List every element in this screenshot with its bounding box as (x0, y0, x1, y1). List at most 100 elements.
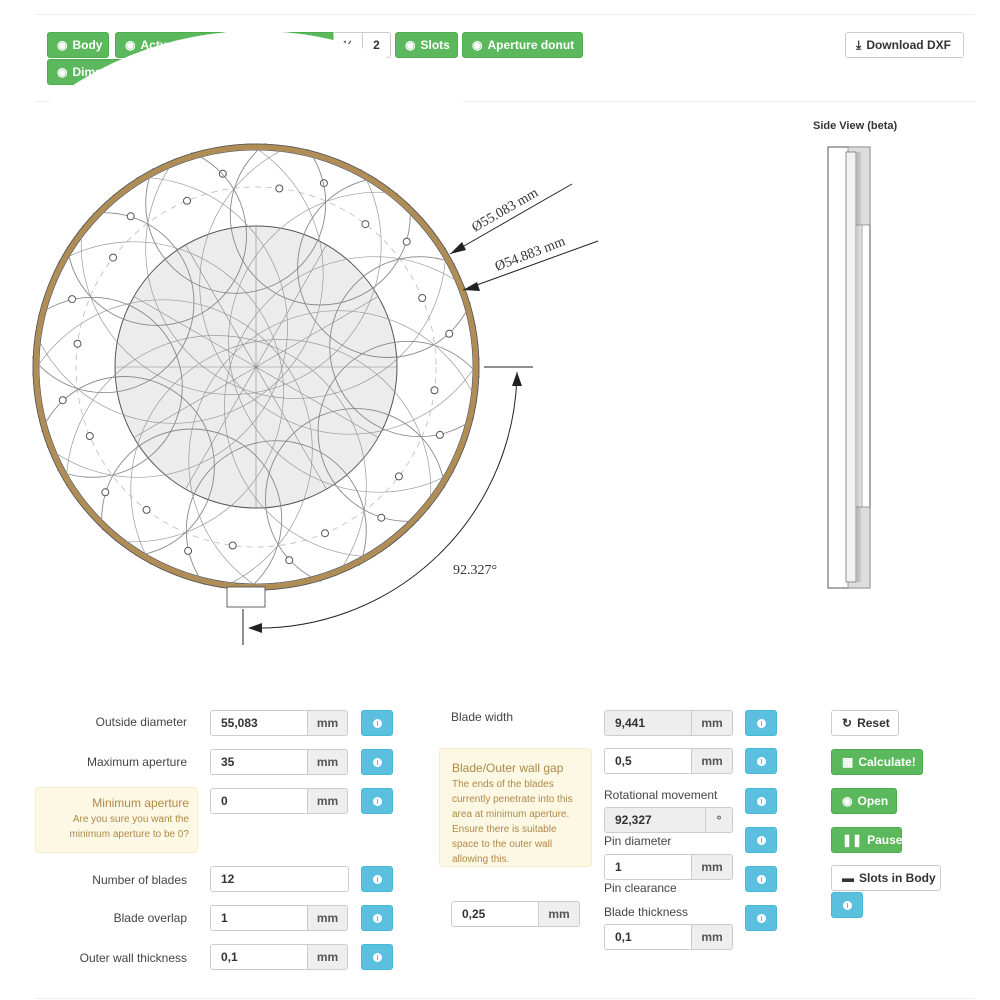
pause-label: Pause (867, 833, 903, 847)
wall-gap-unit: mm (692, 748, 733, 774)
toggle-aperture-donut-button[interactable]: ◉Aperture donut (462, 32, 583, 58)
wall-gap-info-button[interactable] (745, 748, 777, 774)
blade-width-input[interactable]: 9,441 (604, 710, 692, 736)
blade-tip-line (133, 366, 257, 438)
outside-mask (0, 31, 592, 700)
eye-icon: ◉ (57, 65, 68, 79)
open-button[interactable]: ◉Open (831, 788, 897, 814)
info-icon (372, 718, 382, 728)
blade-pin (321, 529, 329, 538)
calculate-label: Calculate! (858, 755, 916, 769)
min-aperture-unit: mm (308, 788, 348, 814)
min-aperture-info-button[interactable] (361, 788, 393, 814)
wall-gap-warning-text: The ends of the blades currently penetra… (452, 779, 573, 865)
num-blades-input[interactable]: 12 (210, 866, 349, 892)
info-icon (756, 796, 766, 806)
eye-icon: ◉ (405, 38, 416, 52)
toggle-body-button[interactable]: ◉Body (47, 32, 109, 58)
blade-pin (184, 546, 193, 555)
blade-overlap-label: Blade overlap (113, 911, 187, 925)
slots-in-body-button[interactable]: ▬Slots in Body (831, 865, 941, 891)
outer-wall-unit: mm (308, 944, 348, 970)
toggle-slots-button[interactable]: ◉Slots (395, 32, 458, 58)
wall-gap-input[interactable]: 0,5 (604, 748, 692, 774)
max-aperture-input[interactable]: 35 (210, 749, 308, 775)
blade-pin (430, 386, 439, 395)
blade-thickness-info-button[interactable] (745, 905, 777, 931)
blade-overlap-unit: mm (308, 905, 348, 931)
blade-tip-line (255, 296, 379, 368)
outer-wall-info-button[interactable] (361, 944, 393, 970)
toggle-aperture-donut-label: Aperture donut (487, 38, 575, 52)
bottom-divider (35, 998, 975, 999)
calculate-button[interactable]: ▦ Calculate! (831, 749, 923, 775)
inner-wall-edge (38, 149, 474, 585)
minus-icon: ▬ (842, 871, 854, 885)
blade-pin (361, 220, 370, 229)
blade-thickness-input[interactable]: 0,1 (604, 924, 692, 950)
outer-wall-input[interactable]: 0,1 (210, 944, 308, 970)
reset-label: Reset (857, 716, 890, 730)
blade-pin (394, 472, 403, 481)
blade-pin (435, 430, 444, 439)
blade-pin (142, 505, 151, 514)
outside-diameter-input[interactable]: 55,083 (210, 710, 308, 736)
blade-width-label: Blade width (451, 710, 514, 724)
blade-width-info-button[interactable] (745, 710, 777, 736)
blade-pin (275, 184, 284, 193)
max-aperture-unit: mm (308, 749, 348, 775)
pin-clearance-input[interactable]: 0,25 (451, 901, 539, 927)
info-icon (372, 874, 382, 884)
info-icon (842, 900, 852, 910)
pin-diameter-label: Pin diameter (604, 834, 672, 848)
blade-edge-arc (0, 241, 284, 543)
blade-tip-line (255, 366, 327, 490)
reset-button[interactable]: ↻ Reset (831, 710, 899, 736)
pin-clearance-info-button[interactable] (745, 866, 777, 892)
blade-thickness-label: Blade thickness (604, 905, 689, 919)
info-icon (372, 796, 382, 806)
min-aperture-label: Minimum aperture (92, 796, 189, 810)
info-icon (372, 913, 382, 923)
slots-in-body-info-button[interactable] (831, 892, 863, 918)
max-aperture-info-button[interactable] (361, 749, 393, 775)
num-blades-label: Number of blades (92, 873, 187, 887)
blade-pin (285, 556, 294, 565)
iris-front-view (0, 31, 592, 700)
download-icon: ⤓ (856, 37, 862, 52)
rotational-info-button[interactable] (745, 788, 777, 814)
blade-tip-line (185, 244, 257, 368)
blade-pin (101, 488, 110, 497)
rotational-input[interactable]: 92,327 (604, 807, 706, 833)
pin-clearance-unit: mm (539, 901, 580, 927)
wall-gap-label: Blade/Outer wall gap (452, 761, 564, 775)
refresh-icon: ↻ (842, 716, 853, 730)
info-icon (756, 835, 766, 845)
blade-pin (85, 432, 94, 440)
blade-tip-line (133, 296, 257, 368)
blade-pin (228, 541, 237, 550)
blade-pin (68, 295, 77, 304)
grid-icon: ▦ (842, 755, 854, 769)
blade-overlap-input[interactable]: 1 (210, 905, 308, 931)
outer-wall-label: Outer wall thickness (79, 951, 187, 965)
wall-gap-warning: Blade/Outer wall gap The ends of the bla… (439, 748, 592, 867)
pin-diameter-input[interactable]: 1 (604, 854, 692, 880)
open-label: Open (857, 794, 889, 808)
pin-diameter-info-button[interactable] (745, 827, 777, 853)
blade-pin (126, 212, 135, 221)
pause-button[interactable]: ❚❚ Pause (831, 827, 902, 853)
blade-pin (73, 339, 82, 348)
num-blades-info-button[interactable] (361, 866, 393, 892)
pin-diameter-unit: mm (692, 854, 733, 880)
pin-pitch-circle (75, 186, 437, 548)
min-aperture-input[interactable]: 0 (210, 788, 308, 814)
front-view-drawing[interactable]: Ø55.083 mm Ø54.883 mm 92.327° (0, 0, 1000, 700)
pause-icon: ❚❚ (842, 833, 863, 847)
info-icon (756, 874, 766, 884)
eye-icon: ◉ (57, 38, 68, 52)
download-dxf-label: Download DXF (866, 38, 951, 52)
blade-overlap-info-button[interactable] (361, 905, 393, 931)
download-dxf-button[interactable]: ⤓ Download DXF (845, 32, 964, 58)
outside-diameter-info-button[interactable] (361, 710, 393, 736)
